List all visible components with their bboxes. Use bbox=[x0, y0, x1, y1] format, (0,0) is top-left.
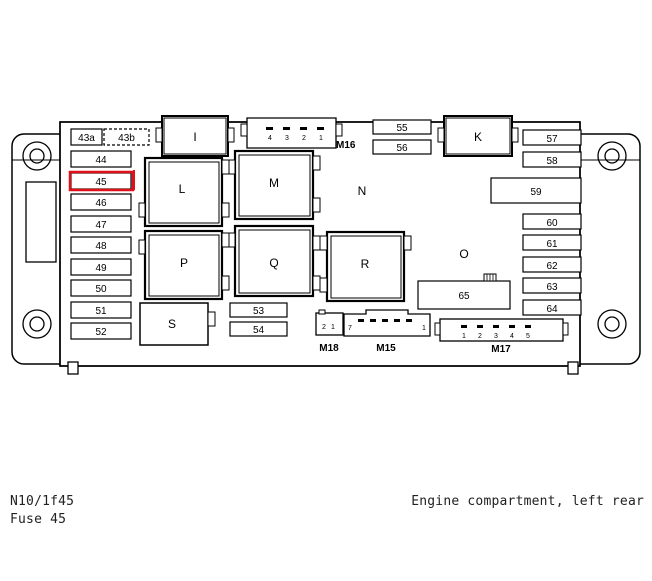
fuse-63[interactable]: 63 bbox=[522, 277, 582, 294]
relay-q[interactable]: Q bbox=[228, 224, 321, 298]
fuse-44-label: 44 bbox=[95, 155, 107, 166]
fuse-62[interactable]: 62 bbox=[522, 256, 582, 273]
relay-l-label: L bbox=[179, 182, 186, 196]
fuse-54-label: 54 bbox=[253, 325, 265, 336]
connector-m18[interactable]: 2 1 M18 bbox=[315, 309, 344, 354]
relay-p-label: P bbox=[180, 256, 188, 270]
fuse-59[interactable]: 59 bbox=[490, 177, 582, 204]
relay-q-label: Q bbox=[269, 256, 278, 270]
fuse-44[interactable]: 44 bbox=[70, 150, 132, 168]
fuse-58[interactable]: 58 bbox=[522, 151, 582, 168]
fuse-57-label: 57 bbox=[546, 134, 558, 145]
relay-p[interactable]: P bbox=[138, 229, 230, 301]
m15-pin-label-right: 1 bbox=[422, 325, 426, 332]
fuse-45[interactable]: 45 bbox=[68, 170, 135, 192]
connector-m16-label: M16 bbox=[336, 140, 356, 151]
m17-pin-label: 3 bbox=[494, 333, 498, 340]
connector-m16[interactable]: 4 3 2 1 M16 bbox=[240, 117, 356, 151]
location-caption: Engine compartment, left rear bbox=[411, 494, 644, 509]
fuse-49[interactable]: 49 bbox=[70, 258, 132, 276]
connector-m15-label: M15 bbox=[376, 343, 396, 354]
fuse-61[interactable]: 61 bbox=[522, 234, 582, 251]
fuse-45-label: 45 bbox=[95, 177, 107, 188]
fuse-59-label: 59 bbox=[530, 187, 542, 198]
fuse-47[interactable]: 47 bbox=[70, 215, 132, 233]
connector-m15[interactable]: 7 1 M15 bbox=[343, 309, 431, 354]
fuse-51-label: 51 bbox=[95, 306, 107, 317]
m18-pin-label: 1 bbox=[331, 324, 335, 331]
fuse-58-label: 58 bbox=[546, 156, 558, 167]
m16-pin-label: 3 bbox=[285, 135, 289, 142]
fuse-47-label: 47 bbox=[95, 220, 107, 231]
right-fuse-column: 57 58 59 60 61 62 63 64 bbox=[490, 129, 582, 316]
fuse-43a-label: 43a bbox=[78, 133, 95, 144]
fuse-49-label: 49 bbox=[95, 263, 107, 274]
m16-pin-label: 1 bbox=[319, 135, 323, 142]
fuse-65-label: 65 bbox=[458, 291, 470, 302]
connector-m17[interactable]: 1 2 3 4 5 M17 bbox=[434, 318, 569, 355]
fuse-64[interactable]: 64 bbox=[522, 299, 582, 316]
relay-m-label: M bbox=[269, 176, 279, 190]
fuse-43a[interactable]: 43a bbox=[70, 128, 103, 146]
m17-pin-label: 2 bbox=[478, 333, 482, 340]
fuse-57[interactable]: 57 bbox=[522, 129, 582, 146]
relay-l[interactable]: L bbox=[138, 156, 230, 228]
fuse-46[interactable]: 46 bbox=[70, 193, 132, 211]
fuse-53[interactable]: 53 bbox=[229, 302, 288, 318]
fuse-48[interactable]: 48 bbox=[70, 236, 132, 254]
fuse-53-label: 53 bbox=[253, 306, 265, 317]
fuse-50-label: 50 bbox=[95, 284, 107, 295]
fuse-55[interactable]: 55 bbox=[372, 119, 432, 135]
mounting-holes bbox=[22, 141, 627, 339]
m16-pin-label: 2 bbox=[302, 135, 306, 142]
fuse-64-label: 64 bbox=[546, 304, 558, 315]
connector-m18-label: M18 bbox=[319, 343, 339, 354]
fuse-55-label: 55 bbox=[396, 123, 408, 134]
fuse-48-label: 48 bbox=[95, 241, 107, 252]
m16-pin-label: 4 bbox=[268, 135, 272, 142]
fuse-56-label: 56 bbox=[396, 143, 408, 154]
fuse-43b-label: 43b bbox=[118, 133, 135, 144]
fuse-61-label: 61 bbox=[546, 239, 558, 250]
area-n-label: N bbox=[358, 184, 367, 198]
fuse-52[interactable]: 52 bbox=[70, 322, 132, 340]
relay-r[interactable]: R bbox=[319, 230, 412, 303]
m17-pin-label: 5 bbox=[526, 333, 530, 340]
fuse-50[interactable]: 50 bbox=[70, 279, 132, 297]
fuse-51[interactable]: 51 bbox=[70, 301, 132, 319]
relay-s[interactable]: S bbox=[139, 302, 216, 346]
area-o-label: O bbox=[459, 247, 468, 261]
m15-pin-label-left: 7 bbox=[348, 325, 352, 332]
relay-k[interactable]: K bbox=[437, 115, 519, 157]
m18-pin-label: 2 bbox=[322, 324, 326, 331]
fuse-56[interactable]: 56 bbox=[372, 139, 432, 155]
relay-s-label: S bbox=[168, 317, 176, 331]
fuse-52-label: 52 bbox=[95, 327, 107, 338]
fuse-63-label: 63 bbox=[546, 282, 558, 293]
fuse-54[interactable]: 54 bbox=[229, 321, 288, 337]
fuse-46-label: 46 bbox=[95, 198, 107, 209]
m17-pin-label: 1 bbox=[462, 333, 466, 340]
left-fuse-column: 43a 43b 44 45 46 47 48 4 bbox=[68, 128, 150, 340]
m17-pin-label: 4 bbox=[510, 333, 514, 340]
relay-i[interactable]: I bbox=[155, 115, 235, 157]
fuse-60[interactable]: 60 bbox=[522, 213, 582, 230]
relays: I K L M bbox=[138, 115, 519, 346]
relay-m[interactable]: M bbox=[228, 149, 321, 221]
fuse-62-label: 62 bbox=[546, 261, 558, 272]
fuse-60-label: 60 bbox=[546, 218, 558, 229]
component-code: N10/1f45 bbox=[10, 494, 75, 509]
fuse-caption: Fuse 45 bbox=[10, 512, 67, 527]
fuse-65[interactable]: 65 bbox=[417, 273, 511, 310]
connector-m17-label: M17 bbox=[491, 344, 511, 355]
relay-r-label: R bbox=[361, 257, 370, 271]
relay-i-label: I bbox=[193, 130, 196, 144]
relay-k-label: K bbox=[474, 130, 482, 144]
fuse-43b[interactable]: 43b bbox=[103, 128, 150, 146]
fuse-box-diagram: 43a 43b 44 45 46 47 48 4 bbox=[11, 115, 641, 375]
